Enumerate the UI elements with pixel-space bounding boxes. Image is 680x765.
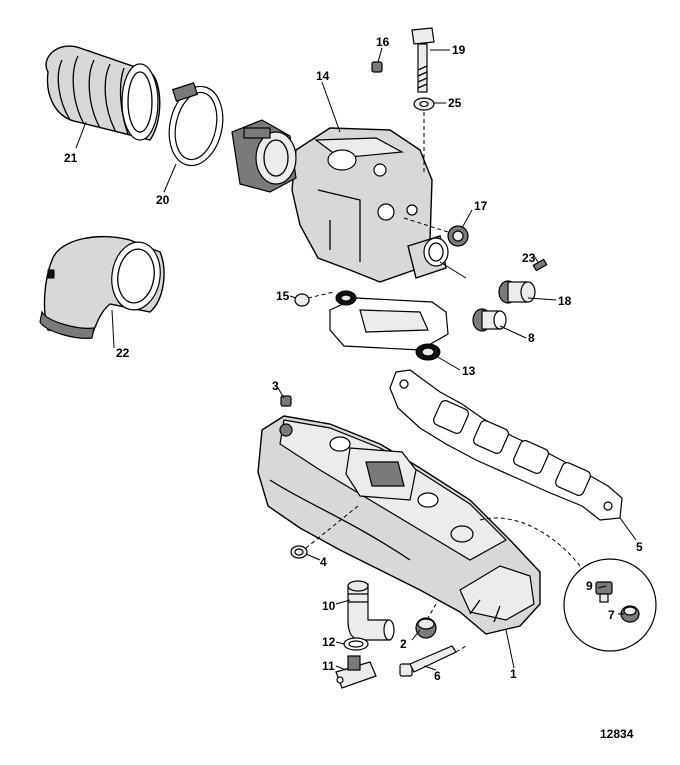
part-9-plug [595, 581, 613, 603]
callout-17: 17 [474, 199, 488, 213]
callout-11: 11 [322, 659, 335, 673]
part-19-bolt [411, 27, 435, 93]
callout-6: 6 [434, 669, 441, 683]
part-14-exhaust-elbow [231, 119, 449, 283]
part-20-clamp [168, 82, 224, 167]
callout-4: 4 [320, 555, 327, 569]
callout-10: 10 [322, 599, 336, 613]
callout-20: 20 [156, 193, 170, 207]
part-13-gasket [329, 290, 449, 361]
callout-22: 22 [116, 346, 130, 360]
part-21-bellows [45, 45, 161, 141]
part-5-manifold-gasket [389, 369, 623, 521]
callout-19: 19 [452, 43, 466, 57]
callout-18: 18 [558, 294, 572, 308]
callout-3: 3 [272, 379, 279, 393]
callout-21: 21 [64, 151, 78, 165]
part-22-elbow [39, 235, 165, 339]
part-2-plug [415, 617, 437, 639]
callout-14: 14 [316, 69, 330, 83]
callout-23: 23 [522, 251, 536, 265]
part-25-washer [413, 97, 435, 111]
callout-13: 13 [462, 364, 476, 378]
callout-12: 12 [322, 635, 336, 649]
part-18-fitting [498, 280, 536, 304]
part-16-plug [371, 61, 383, 73]
part-11-drain-fitting [335, 655, 377, 689]
callout-15: 15 [276, 289, 290, 303]
part-15-plug [294, 293, 310, 307]
part-10-elbow-fitting [347, 580, 395, 641]
callout-7: 7 [608, 608, 615, 622]
detail-circle [563, 558, 657, 652]
part-23-pin [532, 258, 548, 272]
callout-1: 1 [510, 667, 517, 681]
part-17-plug [447, 225, 469, 247]
part-6-bolt [399, 645, 457, 677]
part-8-fitting [472, 308, 507, 332]
figure-number: 12834 [600, 727, 634, 741]
part-4-ring [290, 545, 308, 559]
part-1-exhaust-manifold [257, 415, 541, 635]
callout-16: 16 [376, 35, 390, 49]
callout-9: 9 [586, 579, 593, 593]
part-7-plug [620, 605, 640, 623]
callout-25: 25 [448, 96, 462, 110]
callout-5: 5 [636, 540, 643, 554]
part-12-washer [343, 637, 369, 651]
callout-2: 2 [400, 637, 407, 651]
part-3-plug [280, 395, 292, 407]
callout-8: 8 [528, 331, 535, 345]
